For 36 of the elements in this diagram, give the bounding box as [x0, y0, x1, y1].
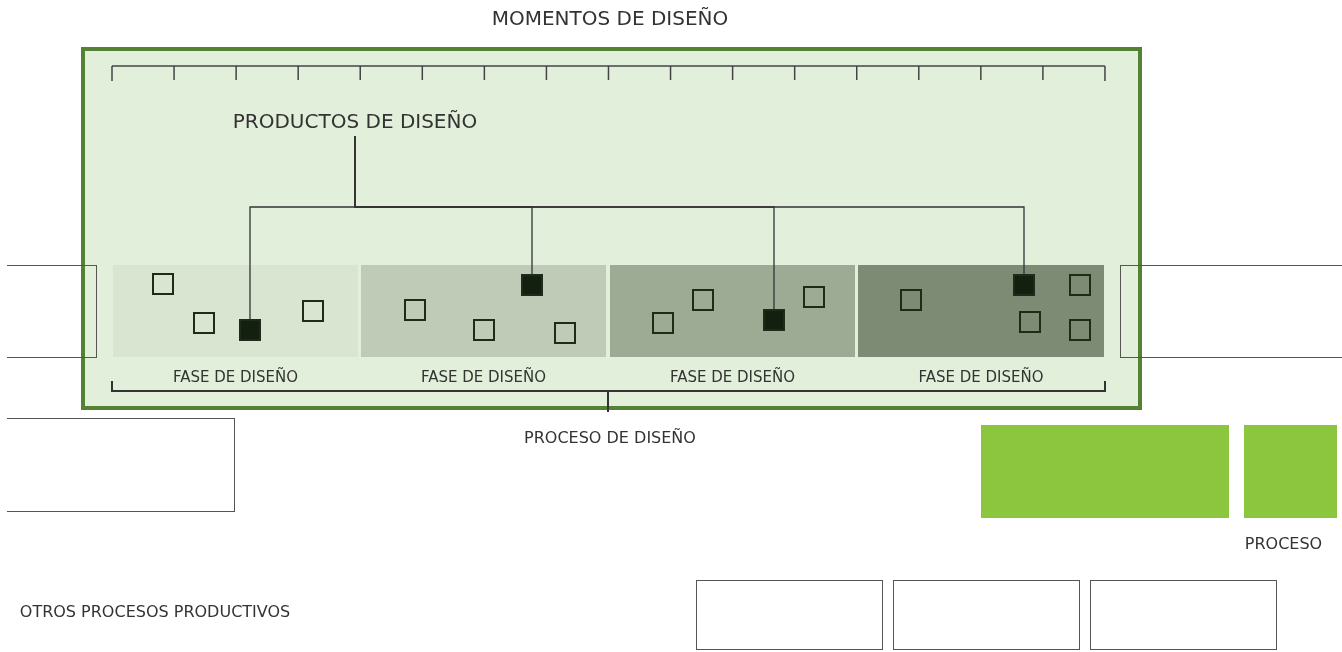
diagram-label: PROCESO DE DISEÑO — [523, 428, 697, 447]
product-square-filled — [521, 274, 543, 296]
product-square — [692, 289, 714, 311]
process-box — [7, 418, 235, 512]
process-box — [696, 580, 883, 650]
diagram-label: MOMENTOS DE DISEÑO — [490, 6, 730, 30]
product-square — [302, 300, 324, 322]
connector-line — [354, 135, 1025, 275]
phase-label: FASE DE DISEÑO — [420, 368, 547, 386]
design-frame — [81, 47, 1142, 410]
diagram-label: OTROS PROCESOS PRODUCTIVOS — [18, 602, 292, 621]
phase-label: FASE DE DISEÑO — [172, 368, 299, 386]
product-square — [652, 312, 674, 334]
product-square — [1019, 311, 1041, 333]
product-square — [803, 286, 825, 308]
product-square — [554, 322, 576, 344]
process-box — [7, 265, 97, 358]
diagram-label: PROCESO — [1243, 534, 1324, 553]
process-bar — [981, 425, 1229, 518]
process-box — [893, 580, 1080, 650]
process-bar — [1244, 425, 1337, 518]
product-square — [152, 273, 174, 295]
product-square-filled — [239, 319, 261, 341]
node-label: PRODUCTOS DE DISEÑO — [232, 109, 478, 133]
process-box — [1120, 265, 1342, 358]
phase-label: FASE DE DISEÑO — [918, 368, 1044, 386]
product-square — [404, 299, 426, 321]
product-square — [1069, 274, 1091, 296]
process-box — [1090, 580, 1277, 650]
phase-label: FASE DE DISEÑO — [669, 368, 796, 386]
product-square — [1069, 319, 1091, 341]
product-square-filled — [1013, 274, 1035, 296]
product-square — [900, 289, 922, 311]
product-square-filled — [763, 309, 785, 331]
product-square — [473, 319, 495, 341]
product-square — [193, 312, 215, 334]
